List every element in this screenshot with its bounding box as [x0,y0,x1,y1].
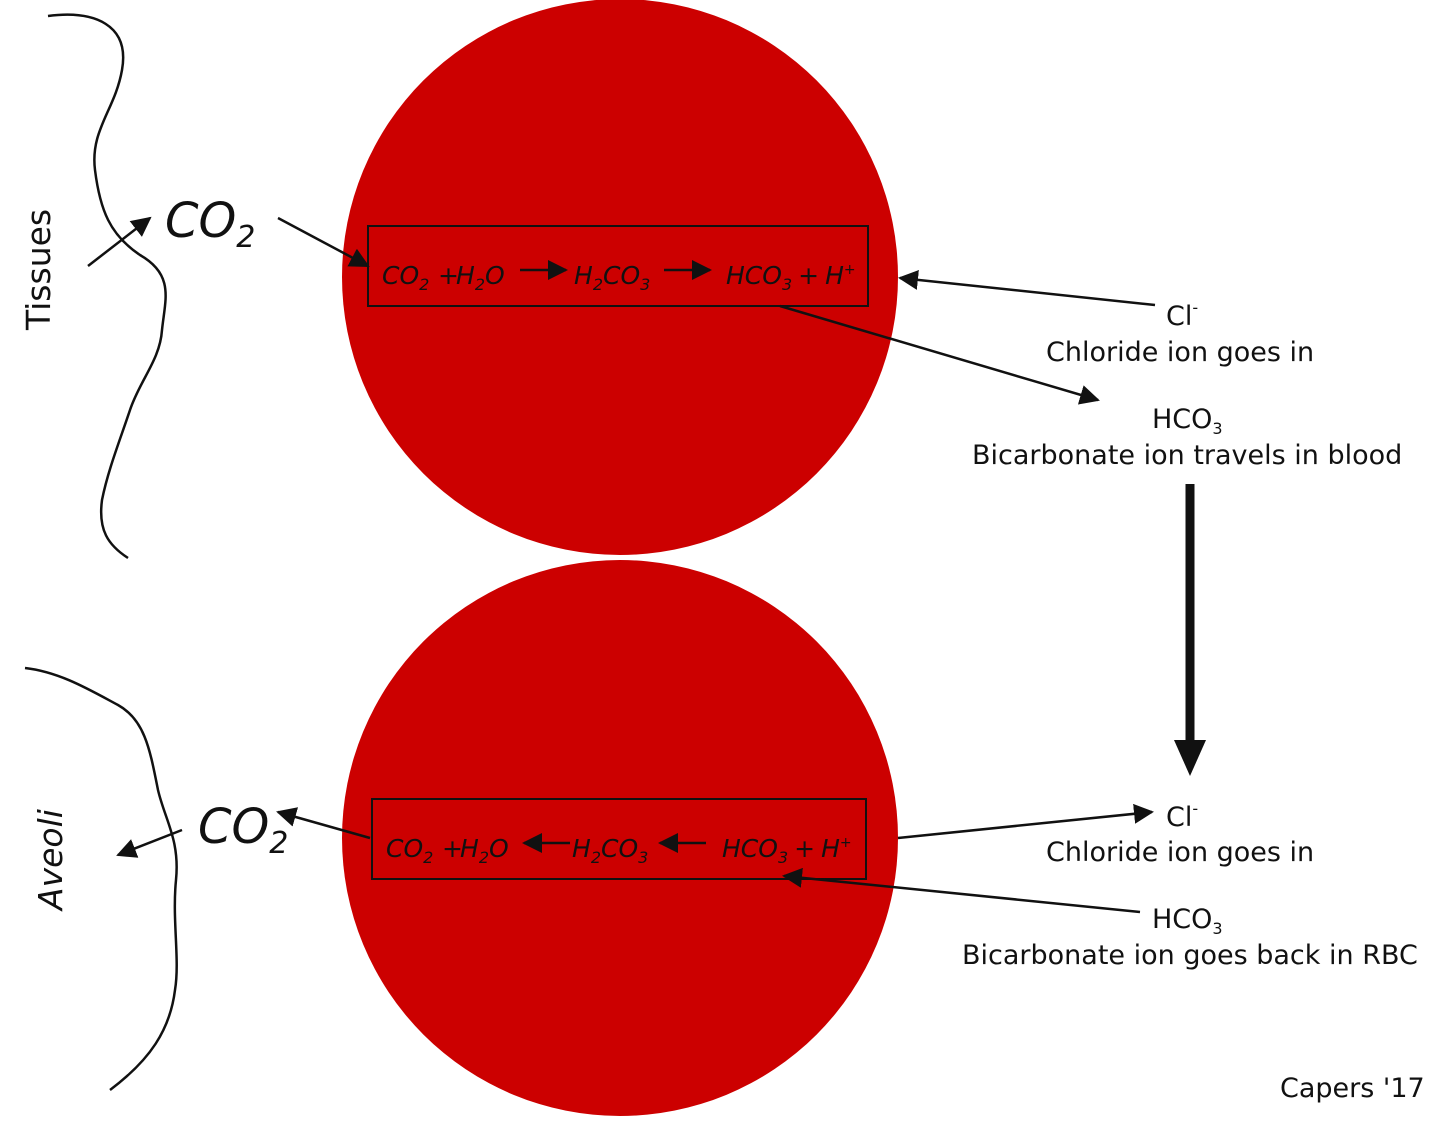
chloride-caption-top: Chloride ion goes in [1046,337,1314,368]
bicarbonate-label-bottom: HCO3 [1152,904,1223,938]
chloride-label-top: Cl- [1166,298,1198,332]
arrow-chloride-in-top [898,269,1156,307]
bicarbonate-label-top: HCO3 [1152,404,1223,438]
svg-text:CO2: CO2 [386,834,433,867]
arrow-tissue-to-co2 [87,216,152,267]
svg-text:H2O: H2O [456,261,505,294]
arrow-co2-to-alveoli [116,828,183,858]
svg-text:+: + [438,261,459,290]
svg-text:CO2: CO2 [382,261,429,294]
arrow-chloride-out-bottom [897,803,1154,840]
travel-down-arrowhead [1174,740,1206,776]
arrow-bicarbonate-in-bottom [782,867,1141,914]
equation-box-top [367,225,869,307]
arrow-co2-into-cell [277,216,370,268]
svg-text:H2O: H2O [460,834,509,867]
equation-box-bottom [371,798,867,880]
arrow-bicarbonate-out-top [779,304,1100,405]
svg-text:HCO3+H+: HCO3+H+ [722,834,852,867]
credit: Capers '17 [1280,1073,1425,1104]
equation-top: CO2 + H2O H2CO3 HCO3+H+ [382,260,856,294]
side-label-aveoli: Aveoli [31,809,70,912]
rbc-bottom [342,560,898,1116]
side-label-tissues: Tissues [19,209,58,331]
chloride-caption-bottom: Chloride ion goes in [1046,837,1314,868]
rbc-top [342,0,898,555]
tissue-boundary [47,13,167,560]
svg-text:H2CO3: H2CO3 [572,834,648,867]
bicarbonate-caption-top: Bicarbonate ion travels in blood [972,440,1402,471]
svg-text:H2CO3: H2CO3 [574,261,650,294]
arrow-cell-to-co2 [276,807,371,840]
alveoli-boundary [24,666,178,1091]
co2-label-bottom: CO2 [198,799,288,861]
svg-text:+: + [442,834,463,863]
chloride-label-bottom: Cl- [1166,799,1198,833]
bicarbonate-caption-bottom: Bicarbonate ion goes back in RBC [962,940,1418,971]
equation-bottom: CO2 + H2O H2CO3 HCO3+H+ [386,833,852,867]
co2-label-top: CO2 [165,193,255,255]
svg-text:HCO3+H+: HCO3+H+ [726,261,856,294]
